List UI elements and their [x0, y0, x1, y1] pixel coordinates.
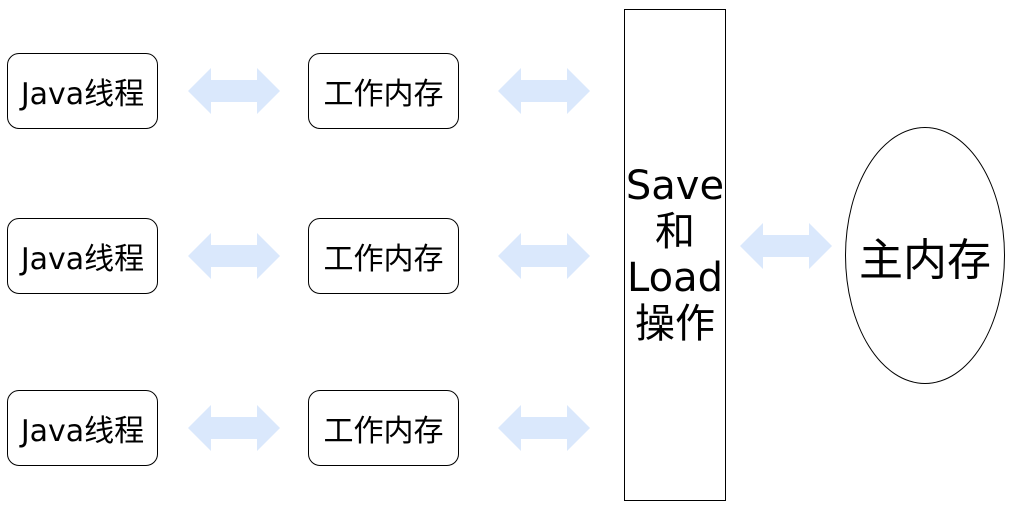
working-memory-label-3: 工作内存: [323, 414, 444, 449]
bidirectional-arrow-icon: [188, 233, 280, 279]
save-load-line-1: Save: [625, 163, 725, 209]
bidirectional-arrow-icon: [740, 223, 832, 269]
working-memory-box-2: 工作内存: [308, 218, 459, 294]
save-load-box: Save 和 Load 操作: [624, 9, 726, 501]
working-memory-box-1: 工作内存: [308, 53, 459, 129]
java-thread-label-1: Java线程: [20, 77, 145, 112]
working-memory-label-1: 工作内存: [323, 77, 444, 112]
java-thread-label-2: Java线程: [20, 242, 145, 277]
save-load-line-4: 操作: [635, 301, 715, 347]
bidirectional-arrow-icon: [498, 233, 590, 279]
java-thread-box-1: Java线程: [7, 53, 158, 129]
java-thread-box-2: Java线程: [7, 218, 158, 294]
working-memory-label-2: 工作内存: [323, 242, 444, 277]
java-thread-box-3: Java线程: [7, 390, 158, 466]
working-memory-box-3: 工作内存: [308, 390, 459, 466]
main-memory-label: 主内存: [859, 234, 991, 286]
bidirectional-arrow-icon: [498, 68, 590, 114]
java-thread-label-3: Java线程: [20, 414, 145, 449]
bidirectional-arrow-icon: [188, 68, 280, 114]
save-load-label: Save 和 Load 操作: [626, 163, 724, 347]
save-load-line-2: 和: [655, 209, 695, 255]
main-memory-ellipse: 主内存: [845, 127, 1005, 384]
bidirectional-arrow-icon: [498, 405, 590, 451]
bidirectional-arrow-icon: [188, 405, 280, 451]
save-load-line-3: Load: [627, 255, 723, 301]
